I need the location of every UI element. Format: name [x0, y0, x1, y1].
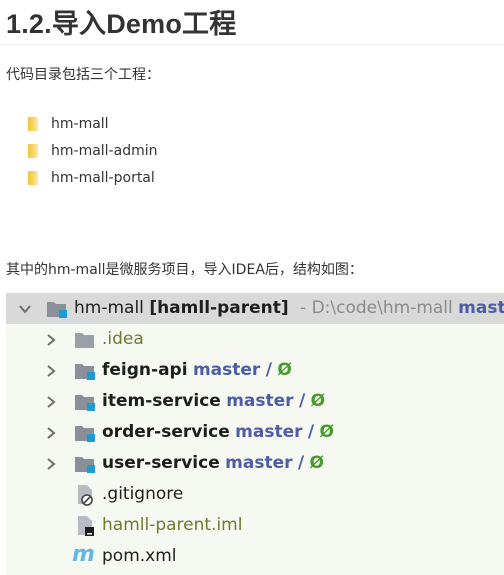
chevron-right-icon[interactable]	[44, 426, 58, 440]
project-tree-screenshot: hm-mall [hamll-parent] - D:\code\hm-mall…	[6, 293, 504, 575]
project-name: hm-mall	[51, 115, 109, 132]
maven-icon: m	[72, 542, 95, 567]
branch-name: master	[225, 453, 293, 473]
tree-root-row[interactable]: hm-mall [hamll-parent] - D:\code\hm-mall…	[6, 293, 504, 324]
chevron-right-icon[interactable]	[44, 457, 58, 471]
chevron-right-icon[interactable]	[44, 364, 58, 378]
folder-icon	[28, 170, 38, 185]
branch-separator: /	[307, 422, 315, 442]
chevron-down-icon[interactable]	[18, 302, 32, 316]
no-changes-indicator: Ø	[309, 453, 324, 473]
tree-item-feign-api[interactable]: feign-api master / Ø	[6, 355, 504, 386]
list-item: hm-mall-admin	[28, 137, 157, 164]
module-folder-icon	[74, 453, 96, 475]
iml-file-icon	[74, 515, 96, 537]
chevron-right-icon[interactable]	[44, 333, 58, 347]
folder-icon	[28, 116, 38, 131]
project-name: hm-mall-admin	[51, 142, 158, 159]
tree-item-gitignore[interactable]: .gitignore	[6, 479, 504, 510]
module-folder-icon	[74, 422, 96, 444]
tree-item-label: item-service	[102, 391, 221, 411]
tree-item-label: order-service	[102, 422, 230, 442]
module-folder-icon	[74, 391, 96, 413]
tree-item-label: pom.xml	[102, 546, 177, 566]
tree-item-order-service[interactable]: order-service master / Ø	[6, 417, 504, 448]
ignored-file-icon	[74, 484, 96, 506]
tree-intro-paragraph: 其中的hm-mall是微服务项目，导入IDEA后，结构如图：	[6, 262, 363, 278]
root-branch: mast	[458, 298, 504, 318]
tree-item-label: feign-api	[102, 360, 188, 380]
no-changes-indicator: Ø	[277, 360, 292, 380]
intro-paragraph: 代码目录包括三个工程：	[6, 67, 160, 83]
tree-item-label: hamll-parent.iml	[102, 515, 243, 535]
branch-separator: /	[298, 391, 306, 411]
branch-name: master	[226, 391, 294, 411]
branch-name: master	[235, 422, 303, 442]
chevron-right-icon[interactable]	[44, 395, 58, 409]
list-item: hm-mall-portal	[28, 164, 157, 191]
project-name: hm-mall-portal	[51, 169, 155, 186]
tree-item-item-service[interactable]: item-service master / Ø	[6, 386, 504, 417]
branch-separator: /	[265, 360, 272, 380]
tree-item-label: user-service	[102, 453, 220, 473]
branch-name: master	[192, 360, 261, 380]
tree-item-iml[interactable]: hamll-parent.iml	[6, 510, 504, 541]
section-heading: 1.2.导入Demo工程	[6, 9, 237, 39]
project-list: hm-mall hm-mall-admin hm-mall-portal	[28, 110, 157, 191]
tree-item-label: .gitignore	[102, 484, 184, 504]
module-folder-icon	[74, 360, 96, 382]
no-changes-indicator: Ø	[319, 422, 334, 442]
root-name: hm-mall	[74, 298, 144, 318]
list-item: hm-mall	[28, 110, 157, 137]
root-module-name: [hamll-parent]	[149, 298, 289, 318]
heading-divider	[0, 44, 504, 45]
tree-item-user-service[interactable]: user-service master / Ø	[6, 448, 504, 479]
folder-icon	[28, 143, 38, 158]
module-folder-icon	[46, 298, 68, 320]
tree-item-idea[interactable]: .idea	[6, 324, 504, 355]
branch-separator: /	[297, 453, 305, 473]
tree-item-label: .idea	[102, 329, 144, 349]
folder-icon	[74, 329, 96, 351]
no-changes-indicator: Ø	[310, 391, 326, 411]
tree-item-pom[interactable]: m pom.xml	[6, 541, 504, 572]
root-path: - D:\code\hm-mall	[300, 298, 453, 318]
